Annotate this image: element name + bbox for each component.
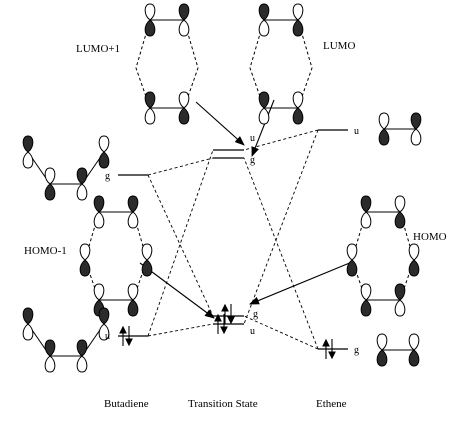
p-orbital [44, 167, 56, 201]
p-orbital [22, 135, 34, 169]
orbital-homo [346, 195, 420, 317]
sym-ethene-lower: g [354, 345, 359, 356]
corr-bu-g-ts-g [147, 157, 214, 176]
pointer-arrows [139, 99, 353, 319]
p-orbital [410, 112, 422, 146]
correlation-lines [147, 129, 319, 350]
orbital-homo-minus-1 [79, 195, 153, 317]
arrow-lumo-plus-1 [195, 101, 245, 146]
sym-ts-lower-2: u [250, 326, 255, 337]
p-orbital [127, 195, 139, 229]
arrow-lumo [251, 99, 275, 157]
corr-bu-u-ts-u [147, 149, 214, 337]
p-orbital [98, 135, 110, 169]
p-orbital [76, 339, 88, 373]
sym-ts-upper-2: g [250, 155, 255, 166]
orbital-lumo-plus-1 [135, 3, 199, 125]
p-orbital [98, 307, 110, 341]
p-orbital [178, 91, 190, 125]
p-orbital [360, 195, 372, 229]
electron-pair-ts-2 [214, 313, 228, 335]
arrow-homo [249, 261, 353, 305]
p-orbital [378, 112, 390, 146]
column-label-transition-state: Transition State [188, 398, 258, 410]
p-orbital [178, 3, 190, 37]
column-label-butadiene: Butadiene [104, 398, 149, 410]
corr-et-g-ts-g-low [243, 315, 319, 350]
sym-ts-lower-1: g [253, 309, 258, 320]
orbital-ethene-upper [378, 112, 422, 146]
p-orbital [144, 91, 156, 125]
column-label-ethene: Ethene [316, 398, 347, 410]
p-orbital [394, 195, 406, 229]
electron-pair-butadiene [119, 325, 133, 347]
p-orbital [258, 3, 270, 37]
p-orbital [292, 91, 304, 125]
label-lumo: LUMO [323, 40, 355, 52]
p-orbital [258, 91, 270, 125]
sym-butadiene-upper: g [105, 171, 110, 182]
orbital-butadiene-upper [22, 135, 110, 201]
orbital-pictures [22, 3, 422, 373]
corr-et-g-ts-g [243, 157, 319, 350]
p-orbital [360, 283, 372, 317]
orbital-lumo [249, 3, 313, 125]
p-orbital [346, 243, 358, 277]
p-orbital [44, 339, 56, 373]
p-orbital [394, 283, 406, 317]
corr-et-u-ts-u-low [243, 129, 319, 325]
p-orbital [22, 307, 34, 341]
p-orbital [408, 333, 420, 367]
sym-ts-upper-1: u [250, 133, 255, 144]
p-orbital [141, 243, 153, 277]
p-orbital [76, 167, 88, 201]
orbital-ethene-lower [376, 333, 420, 367]
p-orbital [79, 243, 91, 277]
p-orbital [93, 195, 105, 229]
label-homo-minus-1: HOMO-1 [24, 245, 67, 257]
arrow-homo-minus-1 [139, 262, 215, 319]
p-orbital [127, 283, 139, 317]
p-orbital [144, 3, 156, 37]
text-labels: LUMO+1 LUMO HOMO-1 HOMO g u u g g u u g … [24, 40, 447, 410]
p-orbital [292, 3, 304, 37]
p-orbital [376, 333, 388, 367]
sym-butadiene-lower: u [105, 331, 110, 342]
p-orbital [408, 243, 420, 277]
sym-ethene-upper: u [354, 126, 359, 137]
label-homo: HOMO [413, 231, 447, 243]
corr-et-u-ts-u [243, 129, 319, 151]
electron-pairs [119, 303, 336, 360]
corr-bu-g-ts-g-low [147, 174, 214, 317]
electron-pair-ethene [322, 338, 336, 360]
electron-pair-ts-1 [221, 303, 235, 325]
corr-bu-u-ts-u-low [147, 323, 214, 337]
orbital-butadiene-lower [22, 307, 110, 373]
label-lumo-plus-1: LUMO+1 [76, 43, 120, 55]
energy-levels [118, 129, 348, 350]
